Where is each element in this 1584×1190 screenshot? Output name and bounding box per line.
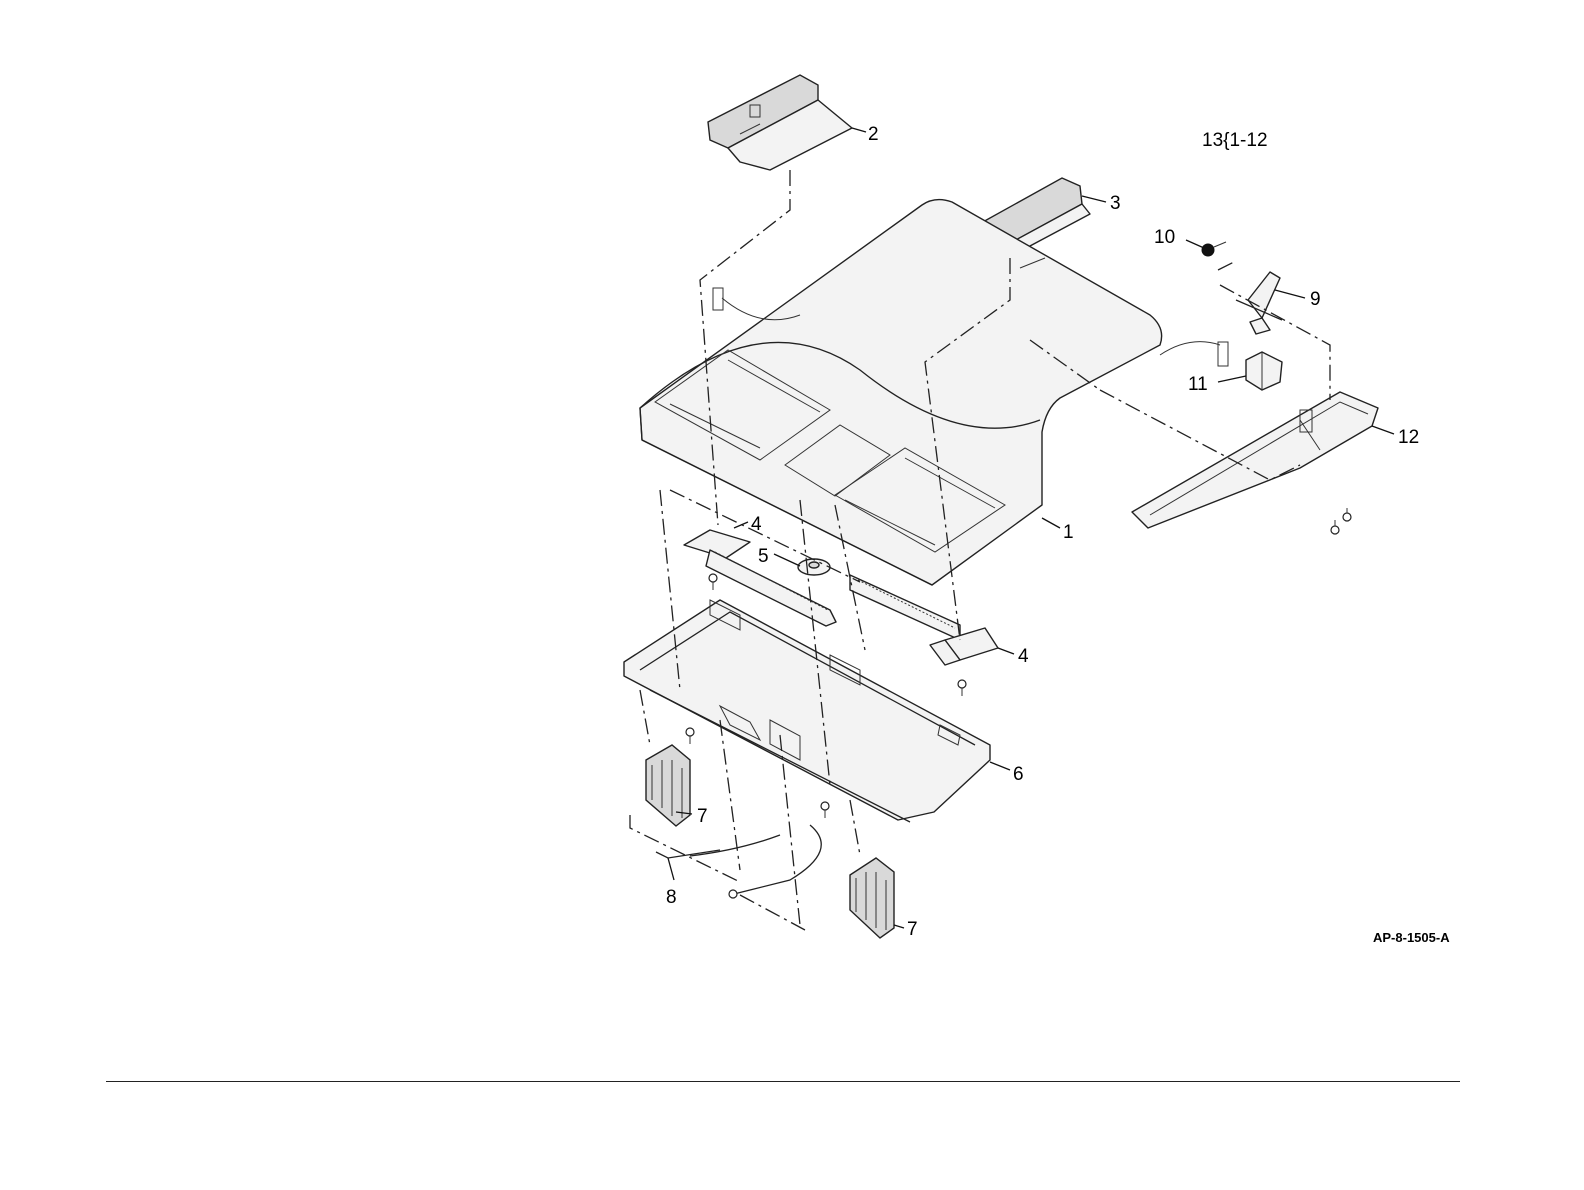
callout-6: 6 [1013,764,1024,785]
part-2-left-guide [708,75,852,170]
callout-7-left: 7 [697,806,708,827]
callout-9: 9 [1310,289,1321,310]
part-11-sensor [1246,352,1282,390]
part-5-gear [798,559,830,575]
callout-1: 1 [1063,522,1074,543]
callout-2: 2 [868,124,879,145]
part-7-stopper-left [646,745,690,826]
callout-4-lower: 4 [1018,646,1029,667]
callout-5: 5 [758,546,769,567]
reference-code: AP-8-1505-A [1373,930,1450,945]
callout-7-right: 7 [907,919,918,940]
callout-4-upper: 4 [751,514,762,535]
part-9-actuator [1236,272,1282,334]
part-10-gear [1202,242,1226,256]
group-label: 13{1-12 [1202,130,1268,151]
callout-3: 3 [1110,193,1121,214]
callout-11: 11 [1188,374,1208,395]
callouts: 1 2 3 4 4 5 6 7 7 8 9 10 11 12 13{1-12 A… [666,124,1450,945]
part-7-stopper-right [850,858,894,938]
callout-8: 8 [666,887,677,908]
part-12-rail-bracket [1132,392,1378,528]
callout-12: 12 [1398,427,1419,448]
callout-10: 10 [1154,227,1175,248]
footer-rule [106,1081,1460,1082]
